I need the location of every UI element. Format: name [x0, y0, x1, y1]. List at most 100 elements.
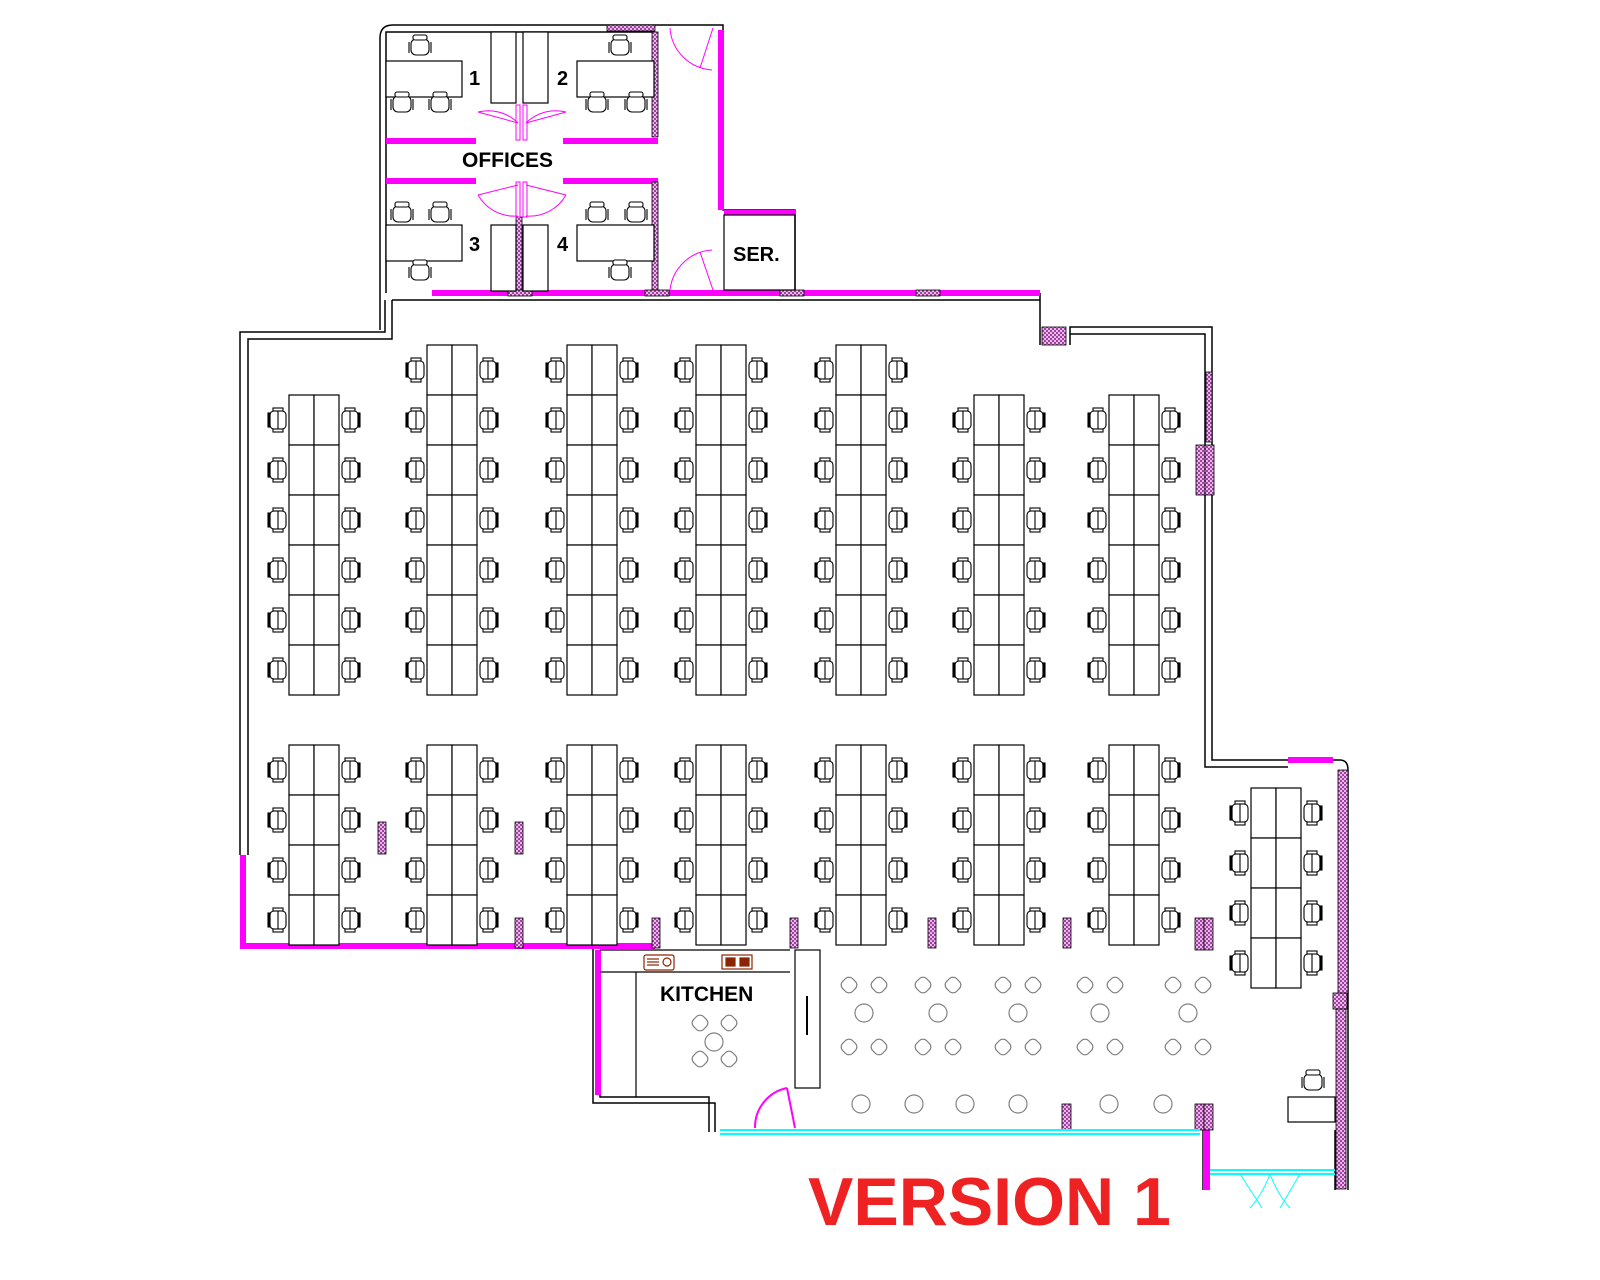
desk — [1133, 494, 1160, 546]
chair-back — [405, 912, 409, 928]
chair-seat — [392, 95, 412, 113]
chair-back — [1087, 612, 1091, 628]
chair-arm — [622, 857, 634, 862]
chair-arm — [272, 428, 284, 433]
desk — [835, 744, 862, 796]
chair-back — [405, 812, 409, 828]
chair-arm — [272, 578, 284, 583]
chair-arm — [622, 807, 634, 812]
cafe-chair — [691, 1050, 709, 1068]
chair-back — [635, 362, 639, 378]
chair-arm — [751, 457, 763, 462]
chair-arm — [1092, 878, 1104, 883]
chair-back — [589, 91, 605, 98]
chair-arm — [957, 528, 969, 533]
version-label: VERSION 1 — [808, 1164, 1171, 1240]
office-chair-icon — [585, 91, 609, 113]
desk — [1275, 837, 1302, 889]
chair-back — [814, 412, 818, 428]
office-chairs — [390, 34, 1325, 1091]
cafe-table — [904, 1094, 924, 1114]
chair-back — [495, 812, 499, 828]
column — [915, 289, 941, 297]
chair-icon — [814, 907, 834, 933]
chair-back — [495, 912, 499, 928]
chair-arm — [819, 778, 831, 783]
chair-arm — [550, 478, 562, 483]
chair-arm — [679, 478, 691, 483]
chair-back — [1229, 805, 1233, 821]
chair-icon — [748, 507, 768, 533]
chair-back — [674, 762, 678, 778]
chair-back — [635, 512, 639, 528]
desk — [591, 794, 618, 846]
chair-arm — [272, 557, 284, 562]
chair-icon — [1161, 407, 1181, 433]
chair-back — [267, 562, 271, 578]
desk — [426, 744, 453, 796]
chair-back — [394, 91, 410, 98]
chair-arm — [1306, 871, 1318, 876]
chair-icon — [619, 457, 639, 483]
desk — [860, 844, 887, 896]
chair-arm — [550, 907, 562, 912]
chair-seat — [626, 205, 646, 223]
chair-icon — [1161, 907, 1181, 933]
chair-arm — [1164, 857, 1176, 862]
cafe-chair — [720, 1050, 738, 1068]
desk — [860, 444, 887, 496]
chair-arm — [751, 507, 763, 512]
office-chair-icon — [624, 201, 648, 223]
chair-back — [1042, 812, 1046, 828]
chair-back — [1087, 812, 1091, 828]
main-outer-wall — [239, 300, 386, 855]
chair-icon — [674, 907, 694, 933]
chair-arm — [482, 928, 494, 933]
column — [1194, 1103, 1205, 1131]
chair-back — [904, 412, 908, 428]
chair-seat — [392, 205, 412, 223]
chair-icon — [952, 457, 972, 483]
main-inner-wall — [247, 299, 1040, 855]
chair-arm — [622, 907, 634, 912]
chair-arm — [1234, 971, 1246, 976]
desk — [566, 494, 593, 546]
desk — [695, 344, 722, 396]
chair-icon — [1161, 457, 1181, 483]
chair-arm — [550, 357, 562, 362]
chair-back — [814, 862, 818, 878]
chair-icon — [267, 607, 287, 633]
chair-arm — [550, 757, 562, 762]
kitchen-door — [753, 1087, 796, 1129]
chair-back — [814, 912, 818, 928]
room-labels: 1 2 3 4 OFFICES SER. KITCHEN VERSION 1 — [462, 68, 1171, 1240]
corridor-door — [669, 27, 714, 71]
chair-icon — [888, 507, 908, 533]
desk — [973, 494, 1000, 546]
desk — [288, 894, 315, 946]
chair-back — [635, 812, 639, 828]
column — [1332, 992, 1348, 1010]
chair-icon — [1161, 507, 1181, 533]
chair-arm — [622, 878, 634, 883]
desk — [1275, 937, 1302, 989]
chair-back — [1087, 412, 1091, 428]
chair-icon — [814, 857, 834, 883]
chair-arm — [1029, 407, 1041, 412]
chair-icon — [952, 757, 972, 783]
chair-icon — [341, 507, 361, 533]
desk — [1275, 787, 1302, 839]
desk — [720, 444, 747, 496]
chair-arm — [344, 407, 356, 412]
chair-arm — [410, 528, 422, 533]
desk — [1108, 494, 1135, 546]
chair-icon — [814, 657, 834, 683]
chair-icon — [267, 757, 287, 783]
chair-icon — [405, 907, 425, 933]
partition — [595, 950, 601, 1095]
chair-arm — [679, 857, 691, 862]
cafe-chair — [1076, 976, 1094, 994]
desk — [451, 744, 478, 796]
chair-arm — [410, 928, 422, 933]
